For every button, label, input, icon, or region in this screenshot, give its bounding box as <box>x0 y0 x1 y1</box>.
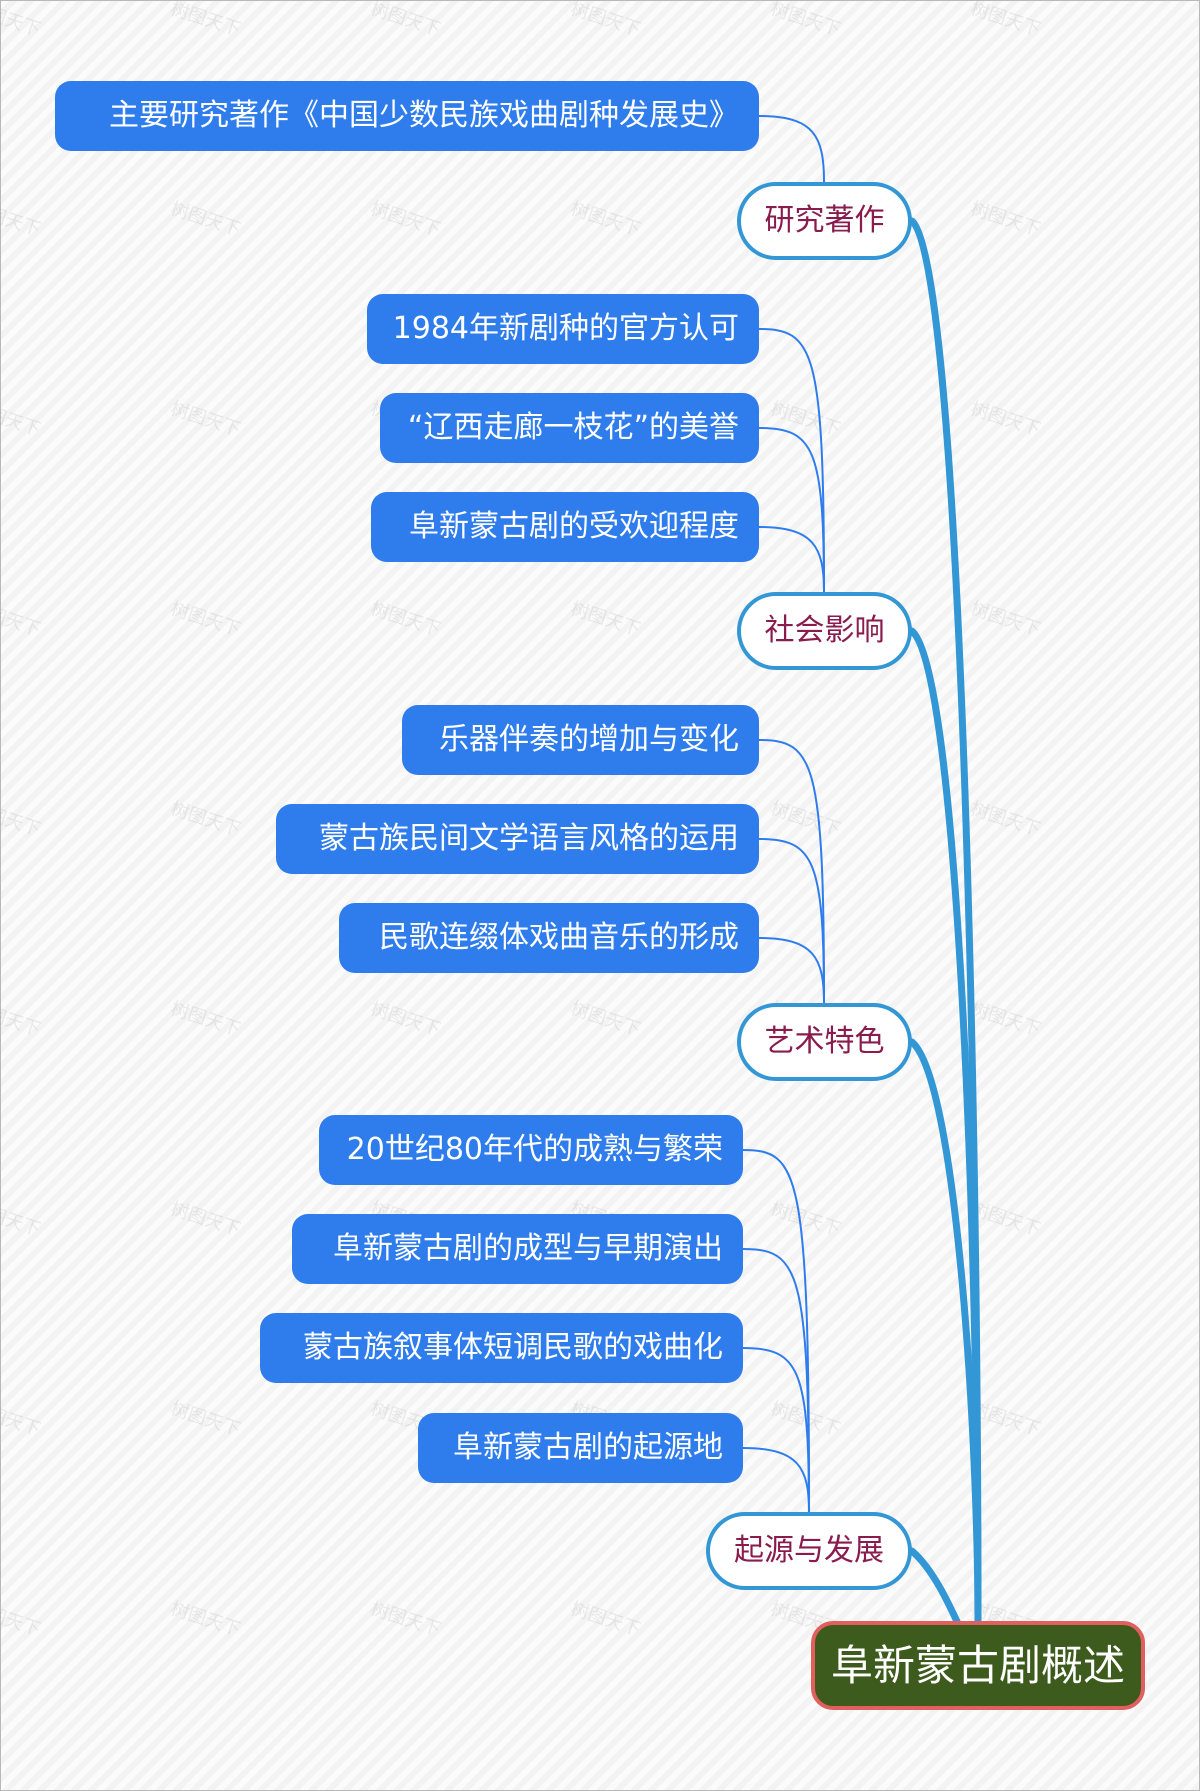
main-connectors <box>908 217 982 1655</box>
leaf-connector-line <box>758 328 825 593</box>
branch-node-origin-development[interactable]: 起源与发展 <box>706 1512 912 1590</box>
branch-node-social-influence[interactable]: 社会影响 <box>737 592 912 670</box>
leaf-node[interactable]: 乐器伴奏的增加与变化 <box>402 705 759 775</box>
leaf-node[interactable]: 阜新蒙古剧的成型与早期演出 <box>292 1214 743 1284</box>
leaf-node[interactable]: “辽西走廊一枝花”的美誉 <box>380 393 759 463</box>
leaf-connectors <box>742 115 825 1513</box>
leaf-connector-line <box>758 115 825 183</box>
root-node[interactable]: 阜新蒙古剧概述 <box>811 1621 1145 1710</box>
leaf-node[interactable]: 民歌连缀体戏曲音乐的形成 <box>339 903 759 973</box>
leaf-connector-line <box>742 1347 810 1513</box>
leaf-node[interactable]: 1984年新剧种的官方认可 <box>367 294 759 364</box>
leaf-node[interactable]: 主要研究著作《中国少数民族戏曲剧种发展史》 <box>55 81 759 151</box>
branch-node-artistic-features[interactable]: 艺术特色 <box>737 1003 912 1081</box>
leaf-connector-line <box>758 427 825 593</box>
leaf-node[interactable]: 蒙古族民间文学语言风格的运用 <box>276 804 759 874</box>
leaf-node[interactable]: 阜新蒙古剧的起源地 <box>418 1413 743 1483</box>
leaf-connector-line <box>758 526 825 593</box>
leaf-connector-line <box>758 739 825 1004</box>
branch-node-research-works[interactable]: 研究著作 <box>737 182 912 260</box>
leaf-node[interactable]: 蒙古族叙事体短调民歌的戏曲化 <box>260 1313 743 1383</box>
leaf-connector-line <box>758 838 825 1004</box>
leaf-connector-line <box>742 1248 810 1513</box>
leaf-connector-line <box>758 937 825 1004</box>
leaf-connector-line <box>742 1149 810 1513</box>
leaf-node[interactable]: 阜新蒙古剧的受欢迎程度 <box>371 492 759 562</box>
leaf-connector-line <box>742 1447 810 1513</box>
main-connector-line <box>908 1038 982 1625</box>
leaf-node[interactable]: 20世纪80年代的成熟与繁荣 <box>319 1115 743 1185</box>
